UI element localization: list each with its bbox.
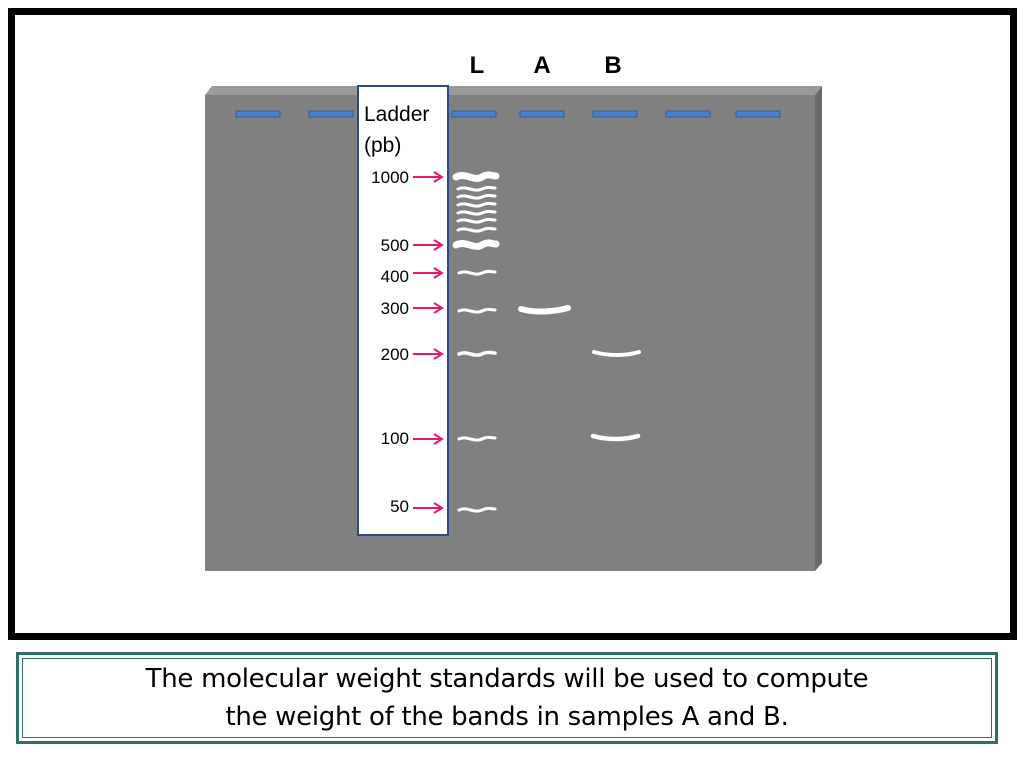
- arrowhead-200: [433, 348, 444, 360]
- size-label-300: 300: [381, 299, 409, 318]
- gel-slab: [205, 95, 815, 571]
- lane-label-L: L: [470, 52, 485, 79]
- ladder-unit: (pb): [364, 134, 401, 157]
- ladder-size-labels: 1000 500 400 300 200 100 50: [371, 168, 409, 516]
- ladder-arrows: [413, 171, 444, 514]
- well: [235, 110, 281, 118]
- ladder-band-400: [457, 269, 497, 276]
- arrowhead-50: [433, 502, 444, 514]
- ladder-bands: [452, 171, 500, 513]
- gel-side-edge: [815, 86, 822, 571]
- arrowhead-100: [433, 433, 444, 445]
- sample-a-band-300: [518, 305, 571, 315]
- ladder-band-50: [457, 506, 497, 513]
- well-L: [451, 110, 497, 118]
- ladder-title: Ladder: [364, 103, 429, 126]
- size-label-50: 50: [390, 497, 409, 516]
- caption-line-2: the weight of the bands in samples A and…: [225, 702, 789, 732]
- size-label-1000: 1000: [371, 168, 409, 187]
- sample-b-band-100: [590, 433, 641, 442]
- ladder-minor-band: [456, 201, 497, 208]
- size-label-100: 100: [381, 429, 409, 448]
- lane-label-B: B: [604, 52, 621, 79]
- gel-diagram: L A B Ladder (pb) 1000 500 400 300 200 1…: [205, 52, 822, 571]
- ladder-band-300: [457, 307, 497, 314]
- ladder-band-500: [452, 239, 500, 250]
- gel-top-edge: [205, 86, 822, 95]
- ladder-minor-band: [456, 209, 497, 216]
- sample-b-band-200: [592, 350, 641, 357]
- ladder-minor-band: [456, 217, 497, 224]
- sample-b-bands: [590, 350, 641, 442]
- lane-label-A: A: [533, 52, 550, 79]
- ladder-legend-box: [357, 85, 449, 536]
- arrowhead-400: [433, 267, 444, 279]
- caption-inner-border: The molecular weight standards will be u…: [22, 658, 992, 738]
- ladder-minor-band: [456, 185, 497, 192]
- ladder-minor-band: [456, 193, 497, 200]
- sample-a-bands: [518, 305, 571, 315]
- ladder-band-1000: [452, 171, 500, 182]
- well-B: [592, 110, 638, 118]
- well: [665, 110, 711, 118]
- arrowhead-500: [433, 239, 444, 251]
- ladder-band-100: [457, 435, 497, 442]
- ladder-minor-band: [456, 226, 497, 233]
- well: [735, 110, 781, 118]
- arrowhead-1000: [433, 171, 444, 183]
- arrowhead-300: [433, 302, 444, 314]
- size-label-200: 200: [381, 345, 409, 364]
- well-A: [519, 110, 565, 118]
- size-label-400: 400: [381, 267, 409, 286]
- caption-box: The molecular weight standards will be u…: [16, 652, 998, 744]
- caption-line-1: The molecular weight standards will be u…: [145, 664, 869, 694]
- size-label-500: 500: [381, 236, 409, 255]
- wells: [235, 110, 781, 118]
- well: [308, 110, 354, 118]
- ladder-band-200: [457, 350, 497, 357]
